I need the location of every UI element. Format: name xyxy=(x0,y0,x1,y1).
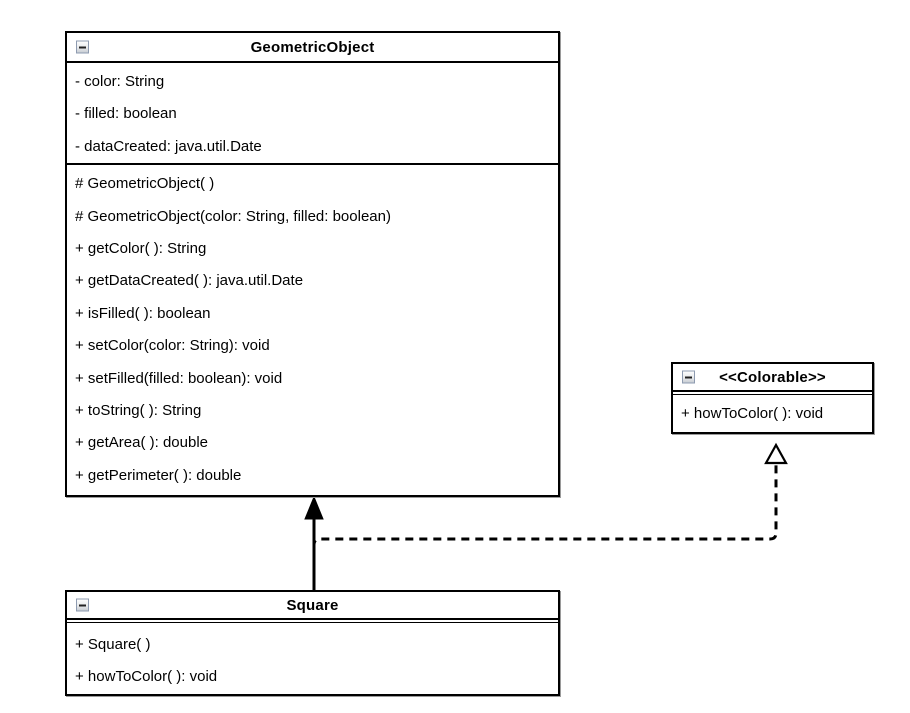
class-title: Square xyxy=(286,596,339,614)
member-row: - dataCreated: java.util.Date xyxy=(75,137,262,155)
class-box-geometricobject[interactable]: GeometricObject - color: String - filled:… xyxy=(65,31,560,497)
member-row: + getArea( ): double xyxy=(75,434,209,452)
class-header: Square xyxy=(67,592,558,620)
collapse-minus-icon[interactable] xyxy=(76,598,89,612)
member-row: + isFilled( ): boolean xyxy=(75,304,211,322)
methods-compartment: # GeometricObject( ) # GeometricObject(co… xyxy=(67,165,558,495)
member-row: + getColor( ): String xyxy=(75,240,207,258)
member-row: + toString( ): String xyxy=(75,402,202,420)
generalization-arrow-square-to-geometricobject[interactable] xyxy=(304,495,324,590)
collapse-minus-icon[interactable] xyxy=(682,370,695,384)
member-row: + getPerimeter( ): double xyxy=(75,466,242,484)
class-header: GeometricObject xyxy=(67,33,558,63)
member-row: + Square( ) xyxy=(75,636,151,653)
minus-glyph xyxy=(685,376,692,378)
methods-compartment: + Square( ) + howToColor( ): void xyxy=(67,623,558,694)
member-row: # GeometricObject(color: String, filled:… xyxy=(75,207,391,225)
attributes-compartment xyxy=(67,620,558,623)
member-row: + howToColor( ): void xyxy=(75,668,218,685)
class-header: <<Colorable>> xyxy=(673,364,872,392)
class-box-square[interactable]: Square + Square( ) + howToColor( ): void xyxy=(65,590,560,696)
member-row: + getDataCreated( ): java.util.Date xyxy=(75,272,304,290)
class-title: <<Colorable>> xyxy=(719,368,826,386)
minus-glyph xyxy=(79,46,86,48)
class-title: GeometricObject xyxy=(250,38,375,56)
methods-compartment: + howToColor( ): void xyxy=(673,395,872,432)
member-row: - filled: boolean xyxy=(75,105,177,123)
attributes-compartment xyxy=(673,392,872,395)
class-box-colorable[interactable]: <<Colorable>> + howToColor( ): void xyxy=(671,362,874,434)
member-row: + setColor(color: String): void xyxy=(75,337,270,355)
member-row: + setFilled(filled: boolean): void xyxy=(75,369,283,387)
member-row: - color: String xyxy=(75,73,165,90)
attributes-compartment: - color: String - filled: boolean - dataCr… xyxy=(67,63,558,166)
minus-glyph xyxy=(79,604,86,606)
member-row: # GeometricObject( ) xyxy=(75,175,215,193)
member-row: + howToColor( ): void xyxy=(681,405,824,422)
collapse-minus-icon[interactable] xyxy=(76,40,89,54)
realization-arrow-square-to-colorable[interactable] xyxy=(312,442,788,590)
